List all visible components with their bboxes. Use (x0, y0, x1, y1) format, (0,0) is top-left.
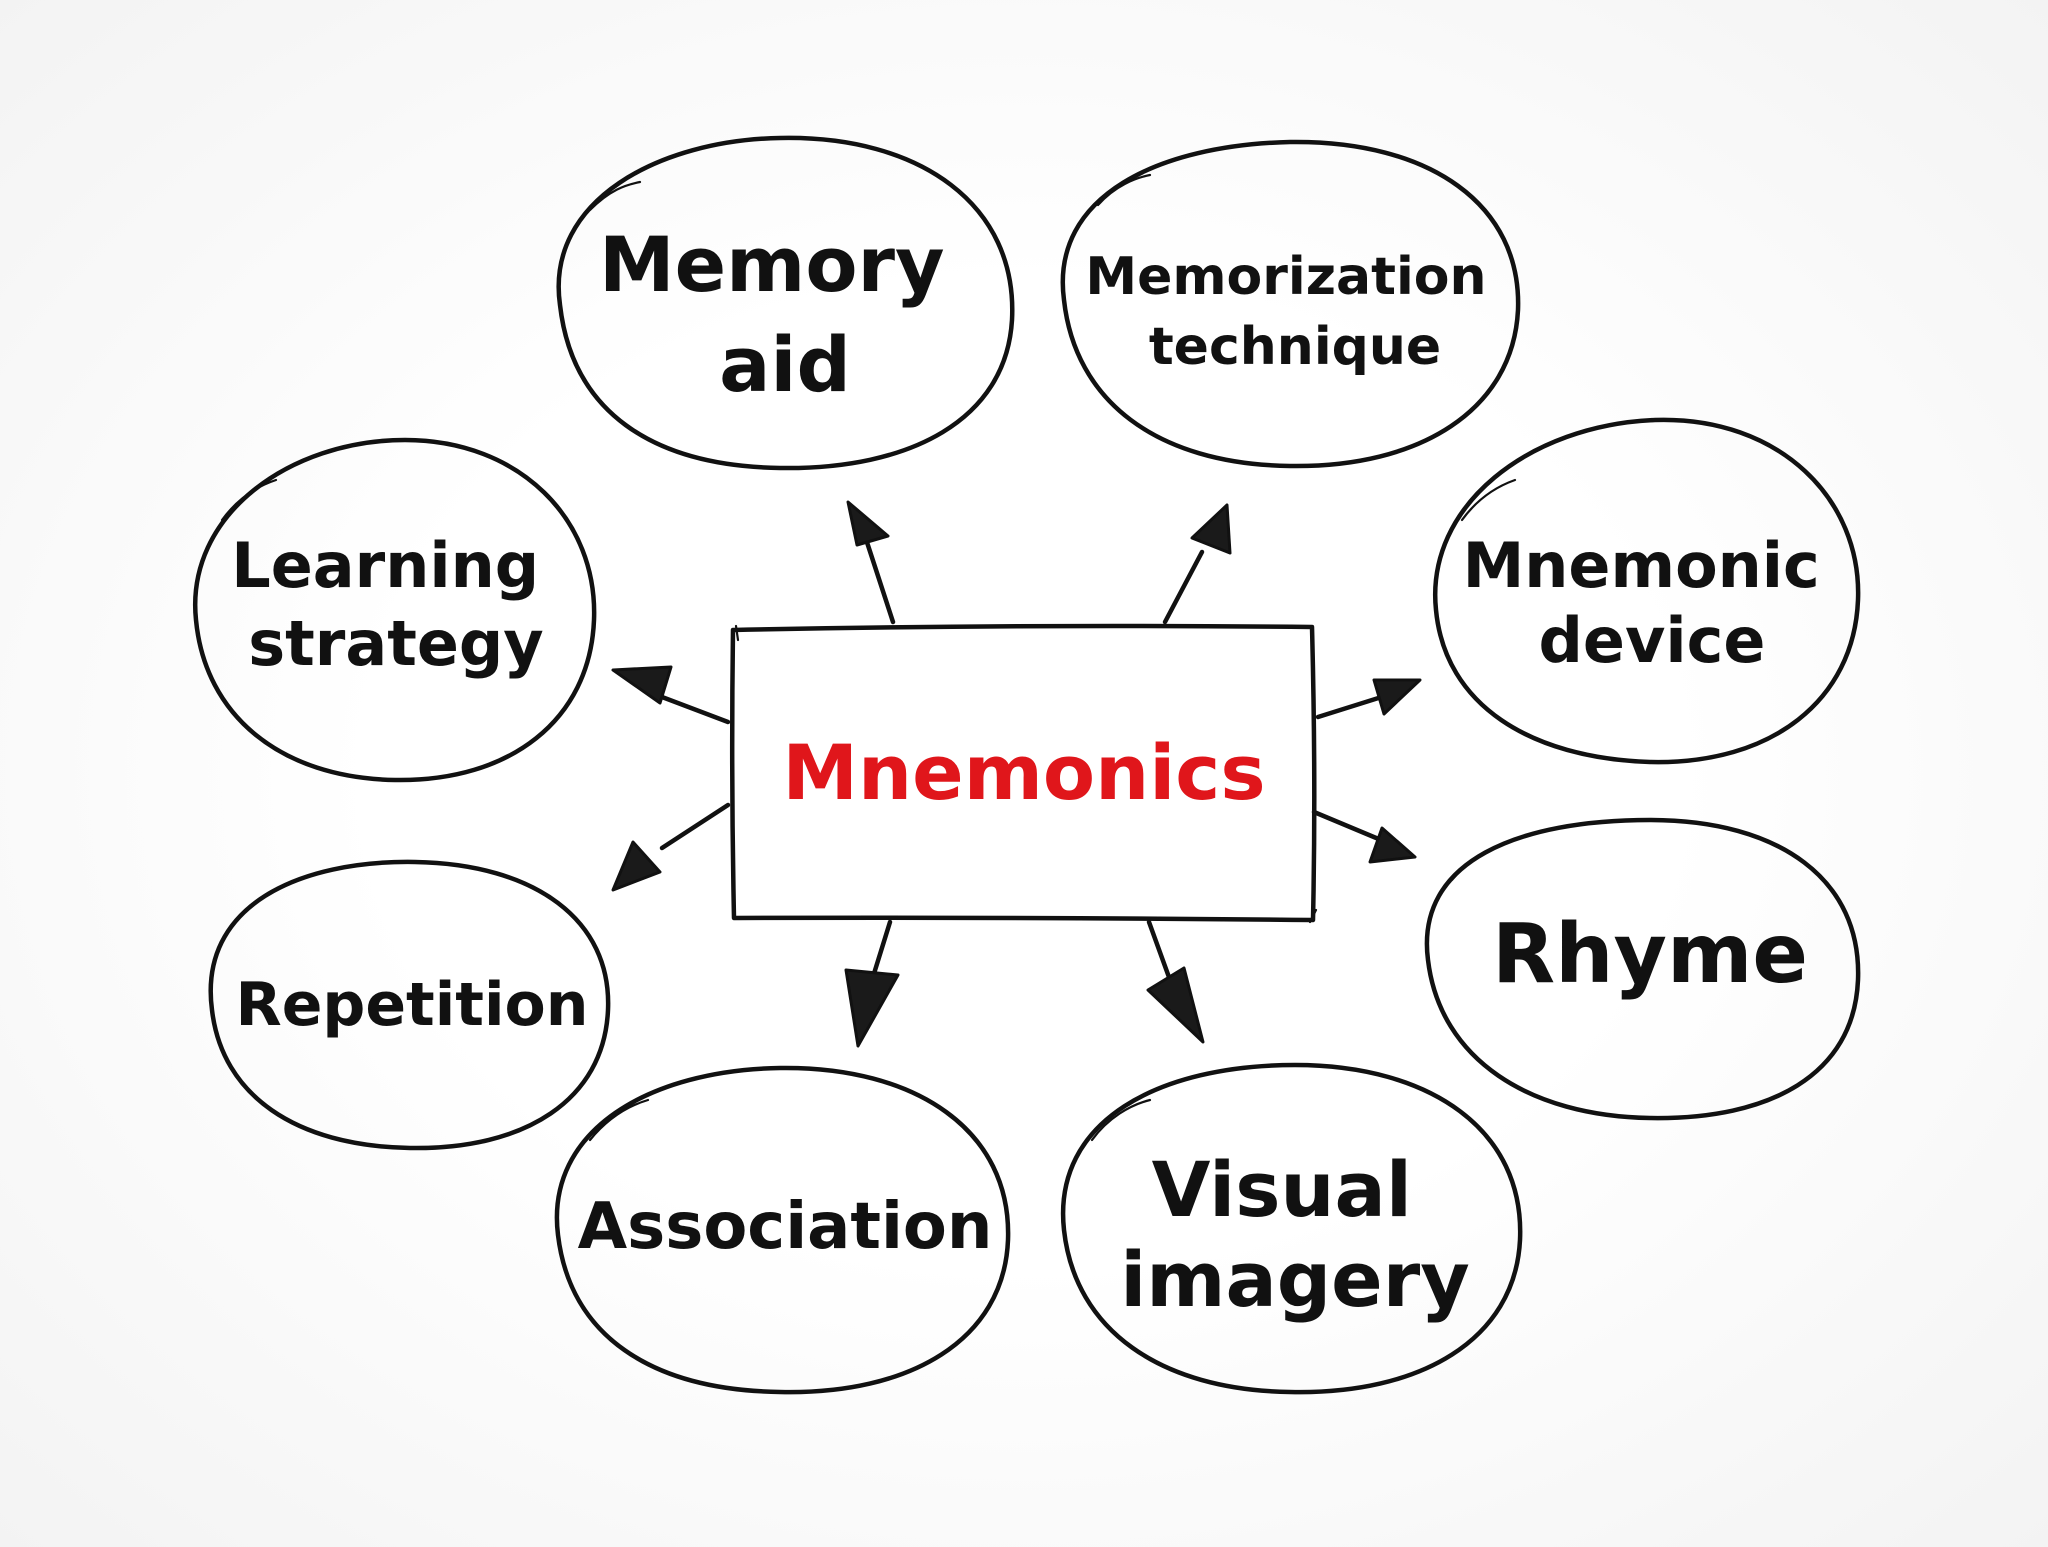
node-memory-aid: Memory aid (556, 135, 1015, 471)
node-learning-strategy: Learning strategy (192, 437, 597, 783)
connectors (611, 500, 1422, 1048)
arrow-to-rhyme (1311, 809, 1417, 864)
node-label-memorization-technique: Memorization technique (1085, 247, 1504, 377)
center-title: Mnemonics (782, 728, 1265, 817)
center-box: Mnemonics (729, 623, 1318, 924)
node-label-association: Association (578, 1190, 993, 1264)
arrow-to-association (844, 919, 900, 1048)
node-label-learning-strategy: Learning strategy (231, 529, 560, 680)
node-visual-imagery: Visual imagery (1060, 1062, 1523, 1395)
arrow-to-mnemonic-device (1315, 678, 1422, 720)
arrow-to-repetition (611, 802, 731, 892)
arrow-to-memorization-technique (1162, 503, 1232, 625)
node-repetition: Repetition (208, 859, 611, 1151)
node-rhyme: Rhyme (1424, 817, 1861, 1121)
node-memorization-technique: Memorization technique (1060, 139, 1521, 469)
node-mnemonic-device: Mnemonic device (1432, 417, 1861, 765)
node-association: Association (554, 1065, 1011, 1395)
node-label-visual-imagery: Visual imagery (1120, 1145, 1470, 1324)
arrow-to-visual-imagery (1146, 919, 1205, 1044)
arrow-to-learning-strategy (611, 665, 731, 725)
node-label-repetition: Repetition (236, 970, 589, 1040)
node-label-mnemonic-device: Mnemonic device (1463, 529, 1842, 677)
node-label-rhyme: Rhyme (1492, 907, 1808, 1002)
arrow-to-memory-aid (846, 500, 896, 625)
node-label-memory-aid: Memory aid (599, 220, 971, 409)
